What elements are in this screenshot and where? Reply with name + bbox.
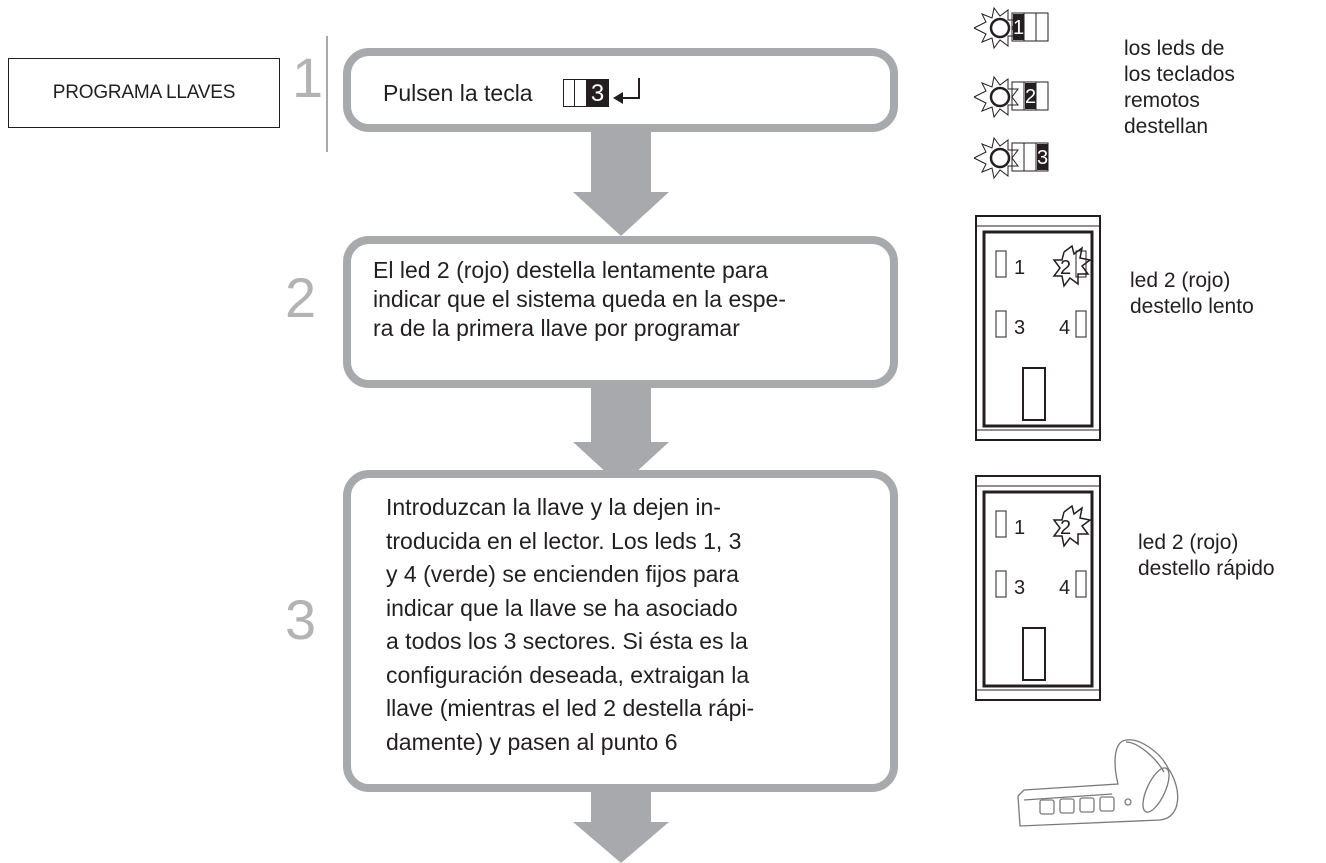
remote-keypads-illustration: 1 2 3	[973, 6, 1049, 180]
step-2-line: El led 2 (rojo) destella lentamente para	[373, 257, 769, 283]
reader-led-2: 2	[1060, 257, 1071, 279]
key-3-button: 3	[562, 76, 645, 110]
reader-fast-caption: led 2 (rojo) destello rápido	[1138, 530, 1275, 582]
step-2-box: El led 2 (rojo) destella lentamente para…	[343, 236, 898, 388]
step-3-line: troducida en el lector. Los leds 1, 3	[386, 527, 742, 554]
key-3-label: 3	[586, 79, 609, 107]
step-3-line: configuración deseada, extraigan la	[386, 661, 750, 688]
step-number-1: 1	[292, 46, 324, 109]
keypads-caption-line: remotos	[1124, 89, 1200, 112]
reader-led-1: 1	[1014, 257, 1025, 279]
arrow-head-2	[573, 442, 669, 486]
arrow-shaft-2	[591, 384, 651, 444]
step-1-text: Pulsen la tecla	[383, 79, 533, 106]
reader-led-3: 3	[1014, 317, 1025, 339]
step-1-content: Pulsen la tecla 3	[383, 76, 645, 110]
led-flash-burst-icon	[973, 75, 1019, 119]
reader-module-slow-illustration: 1 2 3 4	[975, 215, 1101, 441]
reader-led-1: 1	[1014, 517, 1025, 539]
reader-fast-caption-line: led 2 (rojo)	[1138, 531, 1239, 554]
enter-arrow-icon	[612, 78, 640, 104]
step-number-3: 3	[285, 588, 317, 651]
step-3-text: Introduzcan la llave y la dejen in- trod…	[386, 491, 856, 759]
step-3-line: a todos los 3 sectores. Si ésta es la	[386, 628, 748, 654]
keypad-key-3: 3	[1037, 147, 1048, 169]
arrow-shaft-3	[591, 786, 651, 824]
led-icon	[989, 147, 1011, 169]
reader-led-4: 4	[1059, 317, 1070, 339]
led-icon	[989, 17, 1011, 39]
arrow-head-1	[573, 192, 669, 236]
step-number-2: 2	[285, 266, 317, 329]
step-1-box: Pulsen la tecla 3	[343, 48, 898, 132]
reader-module-fast-illustration: 1 2 3 4	[975, 475, 1101, 701]
reader-led-2: 2	[1060, 517, 1071, 539]
step-3-line: indicar que la llave se ha asociado	[386, 594, 738, 621]
arrow-shaft-1	[591, 128, 651, 194]
reader-slow-caption: led 2 (rojo) destello lento	[1130, 268, 1254, 320]
keypads-caption: los leds de los teclados remotos destell…	[1124, 36, 1235, 140]
led-icon	[989, 86, 1011, 108]
reader-fast-caption-line: destello rápido	[1138, 557, 1275, 580]
led-flash-burst-icon	[1052, 244, 1092, 288]
led-flash-burst-icon	[973, 6, 1019, 50]
section-divider	[326, 36, 328, 152]
step-3-box: Introduzcan la llave y la dejen in- trod…	[343, 470, 898, 792]
keypad-key-2: 2	[1025, 86, 1036, 108]
step-3-line: llave (mientras el led 2 destella rápi-	[386, 695, 755, 721]
led-flash-burst-icon	[1052, 504, 1092, 548]
keypads-caption-line: los leds de	[1124, 37, 1225, 60]
key-icon	[1017, 739, 1179, 827]
step-3-line: y 4 (verde) se encienden fijos para	[386, 561, 739, 587]
step-3-line: Introduzcan la llave y la dejen in-	[386, 494, 721, 520]
led-flash-burst-icon	[973, 136, 1019, 180]
arrow-head-3	[573, 822, 669, 863]
reader-slow-caption-line: led 2 (rojo)	[1130, 269, 1231, 292]
keypads-caption-line: destellan	[1124, 115, 1209, 138]
step-2-text: El led 2 (rojo) destella lentamente para…	[373, 256, 868, 343]
reader-led-3: 3	[1014, 577, 1025, 599]
reader-slow-caption-line: destello lento	[1130, 295, 1254, 318]
program-title: PROGRAMA LLAVES	[8, 58, 280, 128]
step-2-line: indicar que el sistema queda en la espe-	[373, 286, 786, 312]
step-2-line: ra de la primera llave por programar	[373, 315, 740, 341]
keypad-key-1: 1	[1013, 17, 1024, 39]
keypads-caption-line: los teclados	[1124, 63, 1235, 86]
reader-led-4: 4	[1059, 577, 1070, 599]
step-3-line: damente) y pasen al punto 6	[386, 728, 678, 755]
